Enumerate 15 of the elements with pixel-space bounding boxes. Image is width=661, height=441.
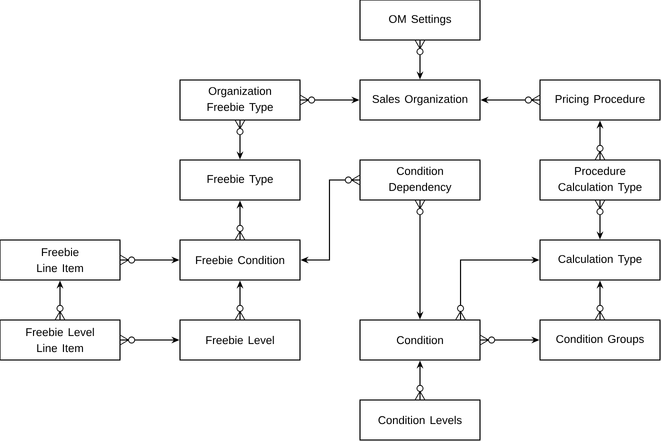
- entity-box: Condition Levels: [359, 399, 481, 441]
- entity-box: Freebie Line Item: [0, 239, 121, 281]
- entity-box: Freebie Level Line Item: [0, 319, 121, 361]
- entity-box: Pricing Procedure: [539, 79, 661, 121]
- entity-box: Procedure Calculation Type: [539, 159, 661, 201]
- entity-box: Condition Groups: [539, 319, 661, 361]
- entity-box: Freebie Level: [179, 319, 301, 361]
- entity-box: Organization Freebie Type: [179, 79, 301, 121]
- entity-box: Condition: [359, 319, 481, 361]
- entity-box: Sales Organization: [359, 79, 481, 121]
- entity-box: Freebie Type: [179, 159, 301, 201]
- entity-box: Calculation Type: [539, 239, 661, 281]
- entity-box: Freebie Condition: [179, 239, 301, 281]
- entity-box: OM Settings: [359, 0, 481, 41]
- entity-box: Condition Dependency: [359, 159, 481, 201]
